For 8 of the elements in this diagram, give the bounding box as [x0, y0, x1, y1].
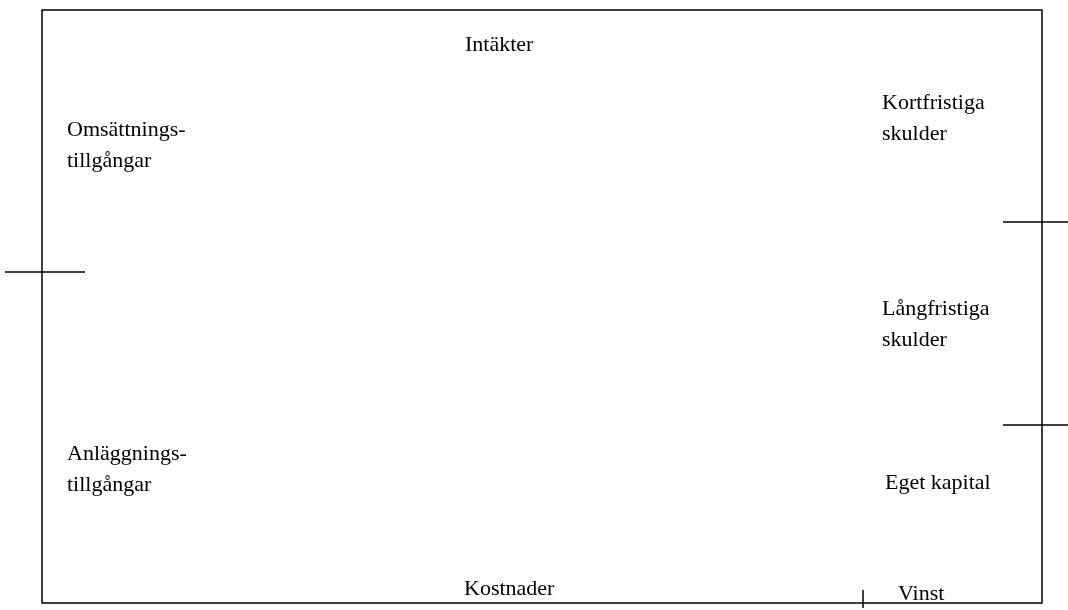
area-label: Intäkter: [465, 30, 534, 58]
area-label: Kortfristiga skulder: [882, 88, 986, 147]
area-label: Eget kapital: [885, 468, 991, 496]
area-label: Kostnader: [464, 574, 555, 602]
area-label: Anläggnings- tillgångar: [67, 439, 188, 498]
area-label: Långfristiga skulder: [882, 294, 991, 353]
area-label: Omsättnings- tillgångar: [67, 115, 187, 174]
area-label: Vinst: [898, 579, 945, 607]
